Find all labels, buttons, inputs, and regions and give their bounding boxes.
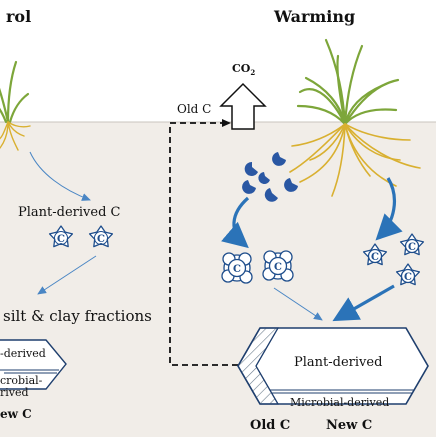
microbe-to-microbial-carbon-arrow (221, 196, 250, 249)
left-hex-plant-derived-label: -derived (0, 347, 46, 360)
warming-grass-icon (289, 38, 421, 197)
plant-carbon-to-fraction-arrow (332, 284, 395, 322)
carbon-glyph-letters: C C C C C C C (57, 234, 416, 283)
carbon-glyph: C (97, 234, 105, 245)
carbon-glyph: C (274, 262, 282, 273)
carbon-glyph: C (404, 272, 412, 283)
control-plant-icon (0, 60, 31, 151)
microbial-carbon-to-fraction-arrow (273, 287, 323, 321)
roots-to-plant-carbon-arrow (375, 177, 403, 241)
control-panel-title: rol (6, 7, 32, 26)
left-new-carbon-label: ew C (0, 407, 32, 421)
control-carbon-molecules (48, 225, 114, 248)
warming-microbial-carbon-molecules (221, 250, 294, 284)
warming-soil-fraction-hexagon (237, 327, 429, 405)
right-hex-plant-derived-label: Plant-derived (294, 355, 383, 370)
warming-plant-carbon-molecules (362, 233, 425, 286)
control-carbon-to-fraction-arrow (37, 255, 97, 295)
old-carbon-dashed-path (169, 119, 238, 366)
co2-text: CO (232, 62, 251, 75)
carbon-glyph: C (233, 264, 241, 275)
old-carbon-label: Old C (250, 418, 291, 433)
old-carbon-arrow-label: Old C (177, 102, 212, 116)
co2-release-arrow (219, 82, 267, 130)
right-hex-microbial-derived-label: Microbial-derived (290, 396, 390, 409)
co2-label: CO2 (232, 62, 255, 77)
new-carbon-label: New C (326, 418, 373, 433)
carbon-glyph: C (57, 234, 65, 245)
left-hex-microbial-label-line1: crobial- (0, 374, 43, 387)
plant-derived-carbon-label: Plant-derived C (18, 205, 121, 220)
silt-clay-fractions-label: silt & clay fractions (3, 307, 152, 325)
control-soil-fraction-hexagon (0, 339, 67, 390)
carbon-glyph: C (408, 242, 416, 253)
warming-panel-title: Warming (274, 7, 356, 26)
carbon-glyph: C (371, 252, 379, 263)
co2-subscript: 2 (250, 68, 256, 78)
control-root-to-carbon-arrow (29, 151, 91, 201)
left-hex-microbial-label-line2: rived (0, 386, 29, 399)
microbe-cluster (242, 152, 298, 202)
